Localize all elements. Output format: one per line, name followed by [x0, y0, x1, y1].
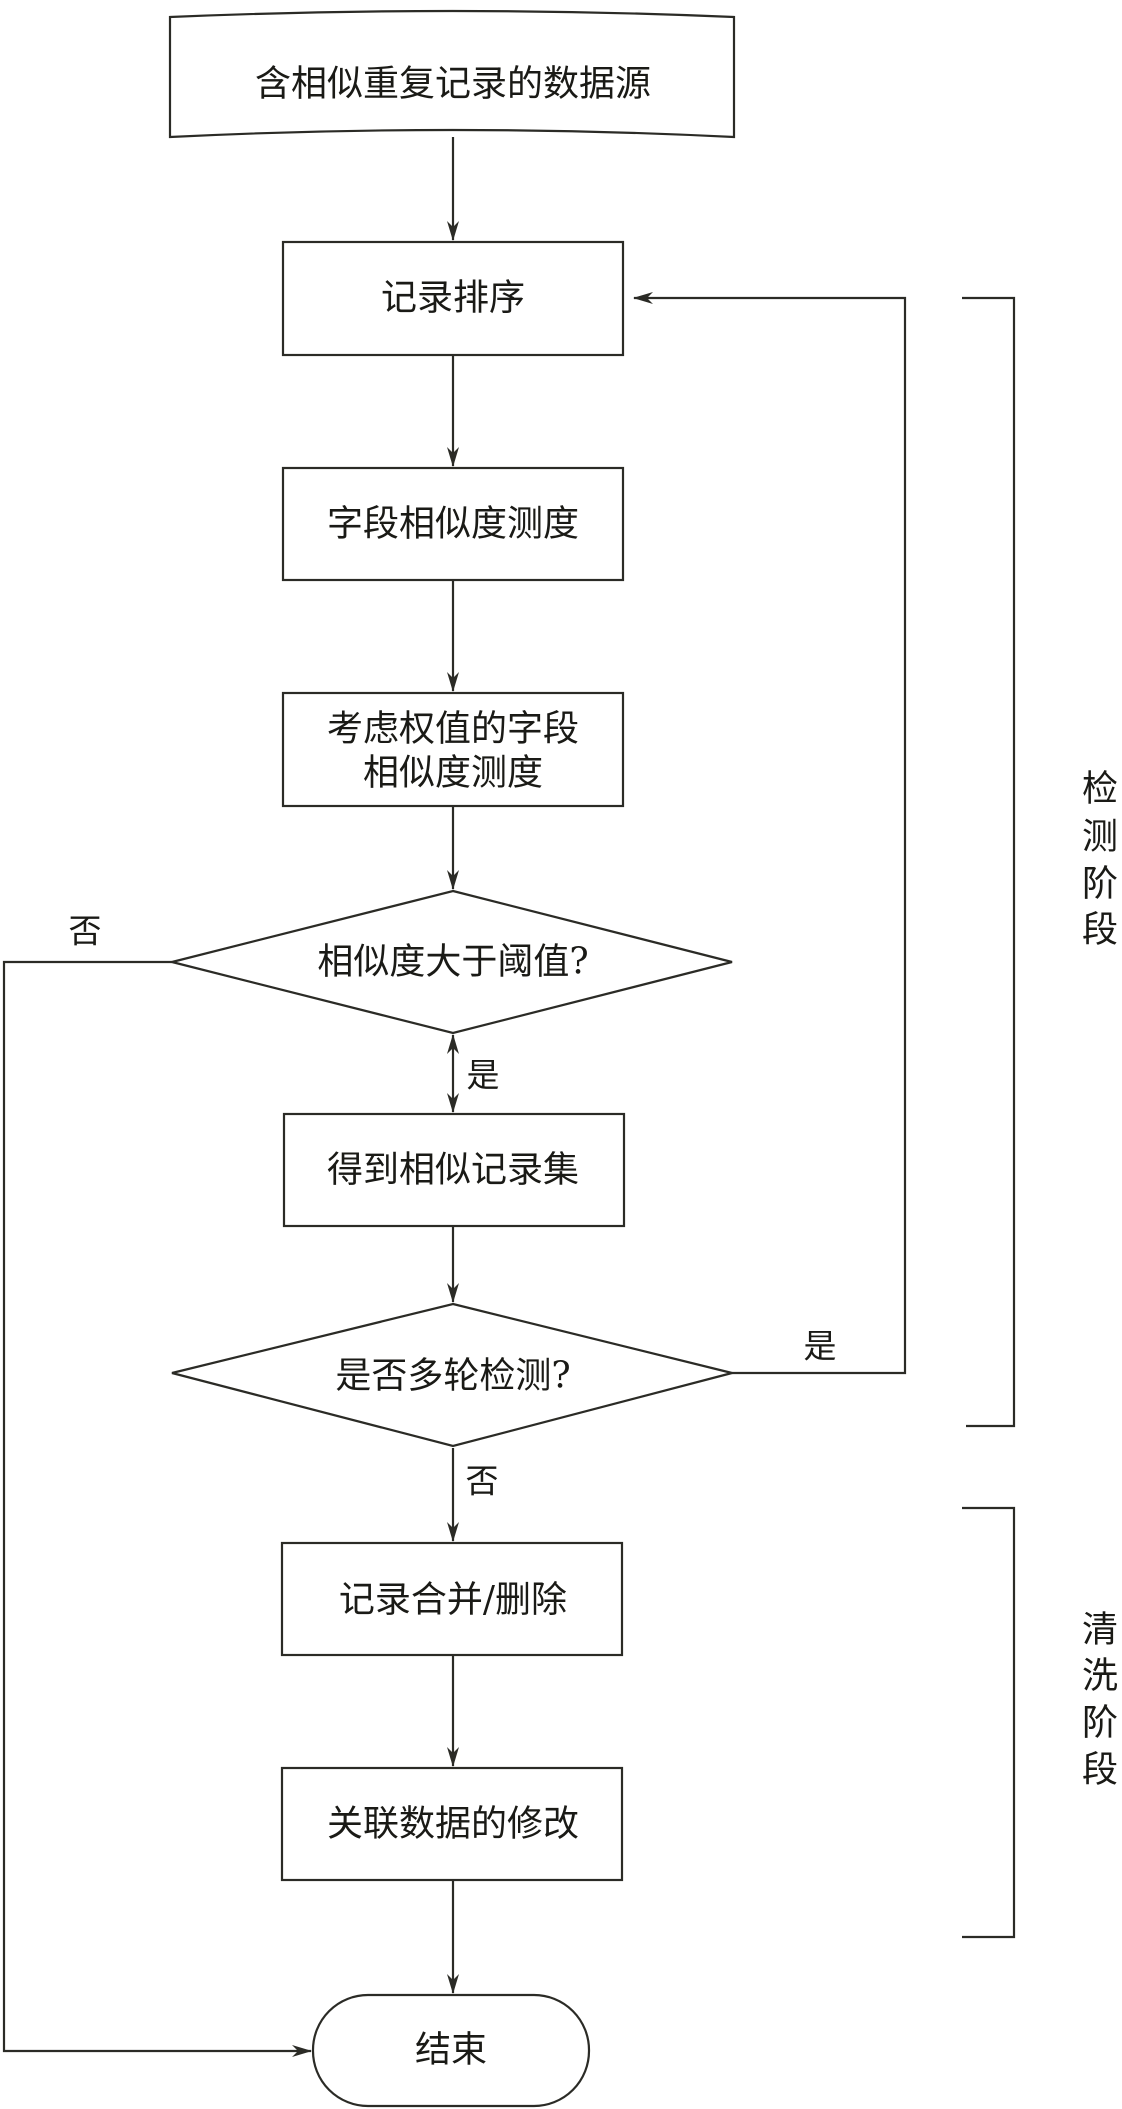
- detection-stage-char-4: 段: [1082, 910, 1118, 951]
- edge-label-multi-no: 否: [466, 1462, 499, 1501]
- cleaning-stage-bracket: [962, 1506, 1016, 1939]
- edge-label-threshold-yes: 是: [467, 1056, 500, 1095]
- detection-stage-char-1: 检: [1082, 769, 1118, 810]
- decision-multi-round-label: 是否多轮检测?: [335, 1356, 570, 1397]
- decision-threshold: 相似度大于阈值?: [171, 889, 733, 1035]
- node-get-similar-set-label: 得到相似记录集: [327, 1150, 579, 1191]
- node-data-source-label: 含相似重复记录的数据源: [255, 64, 651, 105]
- detection-stage-char-3: 阶: [1082, 864, 1118, 905]
- detection-stage-bracket: [962, 296, 1016, 1428]
- node-merge-delete-label: 记录合并/删除: [339, 1580, 567, 1621]
- detection-stage-char-2: 测: [1082, 817, 1118, 858]
- edge-label-multi-yes: 是: [804, 1327, 837, 1366]
- node-get-similar-set: 得到相似记录集: [282, 1112, 626, 1228]
- node-field-similarity-label: 字段相似度测度: [327, 504, 579, 545]
- node-end: 结束: [311, 1993, 591, 2108]
- cleaning-stage-char-3: 阶: [1082, 1703, 1118, 1744]
- node-record-sort: 记录排序: [281, 240, 625, 357]
- node-field-similarity: 字段相似度测度: [281, 466, 625, 582]
- decision-multi-round: 是否多轮检测?: [171, 1302, 733, 1448]
- edge-label-threshold-no: 否: [69, 912, 102, 951]
- node-modify-related: 关联数据的修改: [280, 1766, 624, 1882]
- node-weighted-similarity: 考虑权值的字段 相似度测度: [281, 691, 625, 808]
- node-record-sort-label: 记录排序: [381, 278, 525, 319]
- decision-threshold-label: 相似度大于阈值?: [317, 942, 588, 983]
- node-weighted-similarity-label-1: 考虑权值的字段: [327, 709, 579, 750]
- node-modify-related-label: 关联数据的修改: [327, 1804, 579, 1845]
- node-weighted-similarity-label-2: 相似度测度: [363, 753, 543, 794]
- edge-multi-yes-loop: [633, 292, 907, 1375]
- node-data-source: 含相似重复记录的数据源: [168, 9, 736, 139]
- node-merge-delete: 记录合并/删除: [280, 1541, 624, 1657]
- node-end-label: 结束: [415, 2030, 487, 2071]
- cleaning-stage-char-1: 清: [1082, 1610, 1118, 1651]
- edge-threshold-no: [2, 960, 312, 2057]
- cleaning-stage-char-4: 段: [1082, 1750, 1118, 1791]
- cleaning-stage-char-2: 洗: [1082, 1656, 1118, 1697]
